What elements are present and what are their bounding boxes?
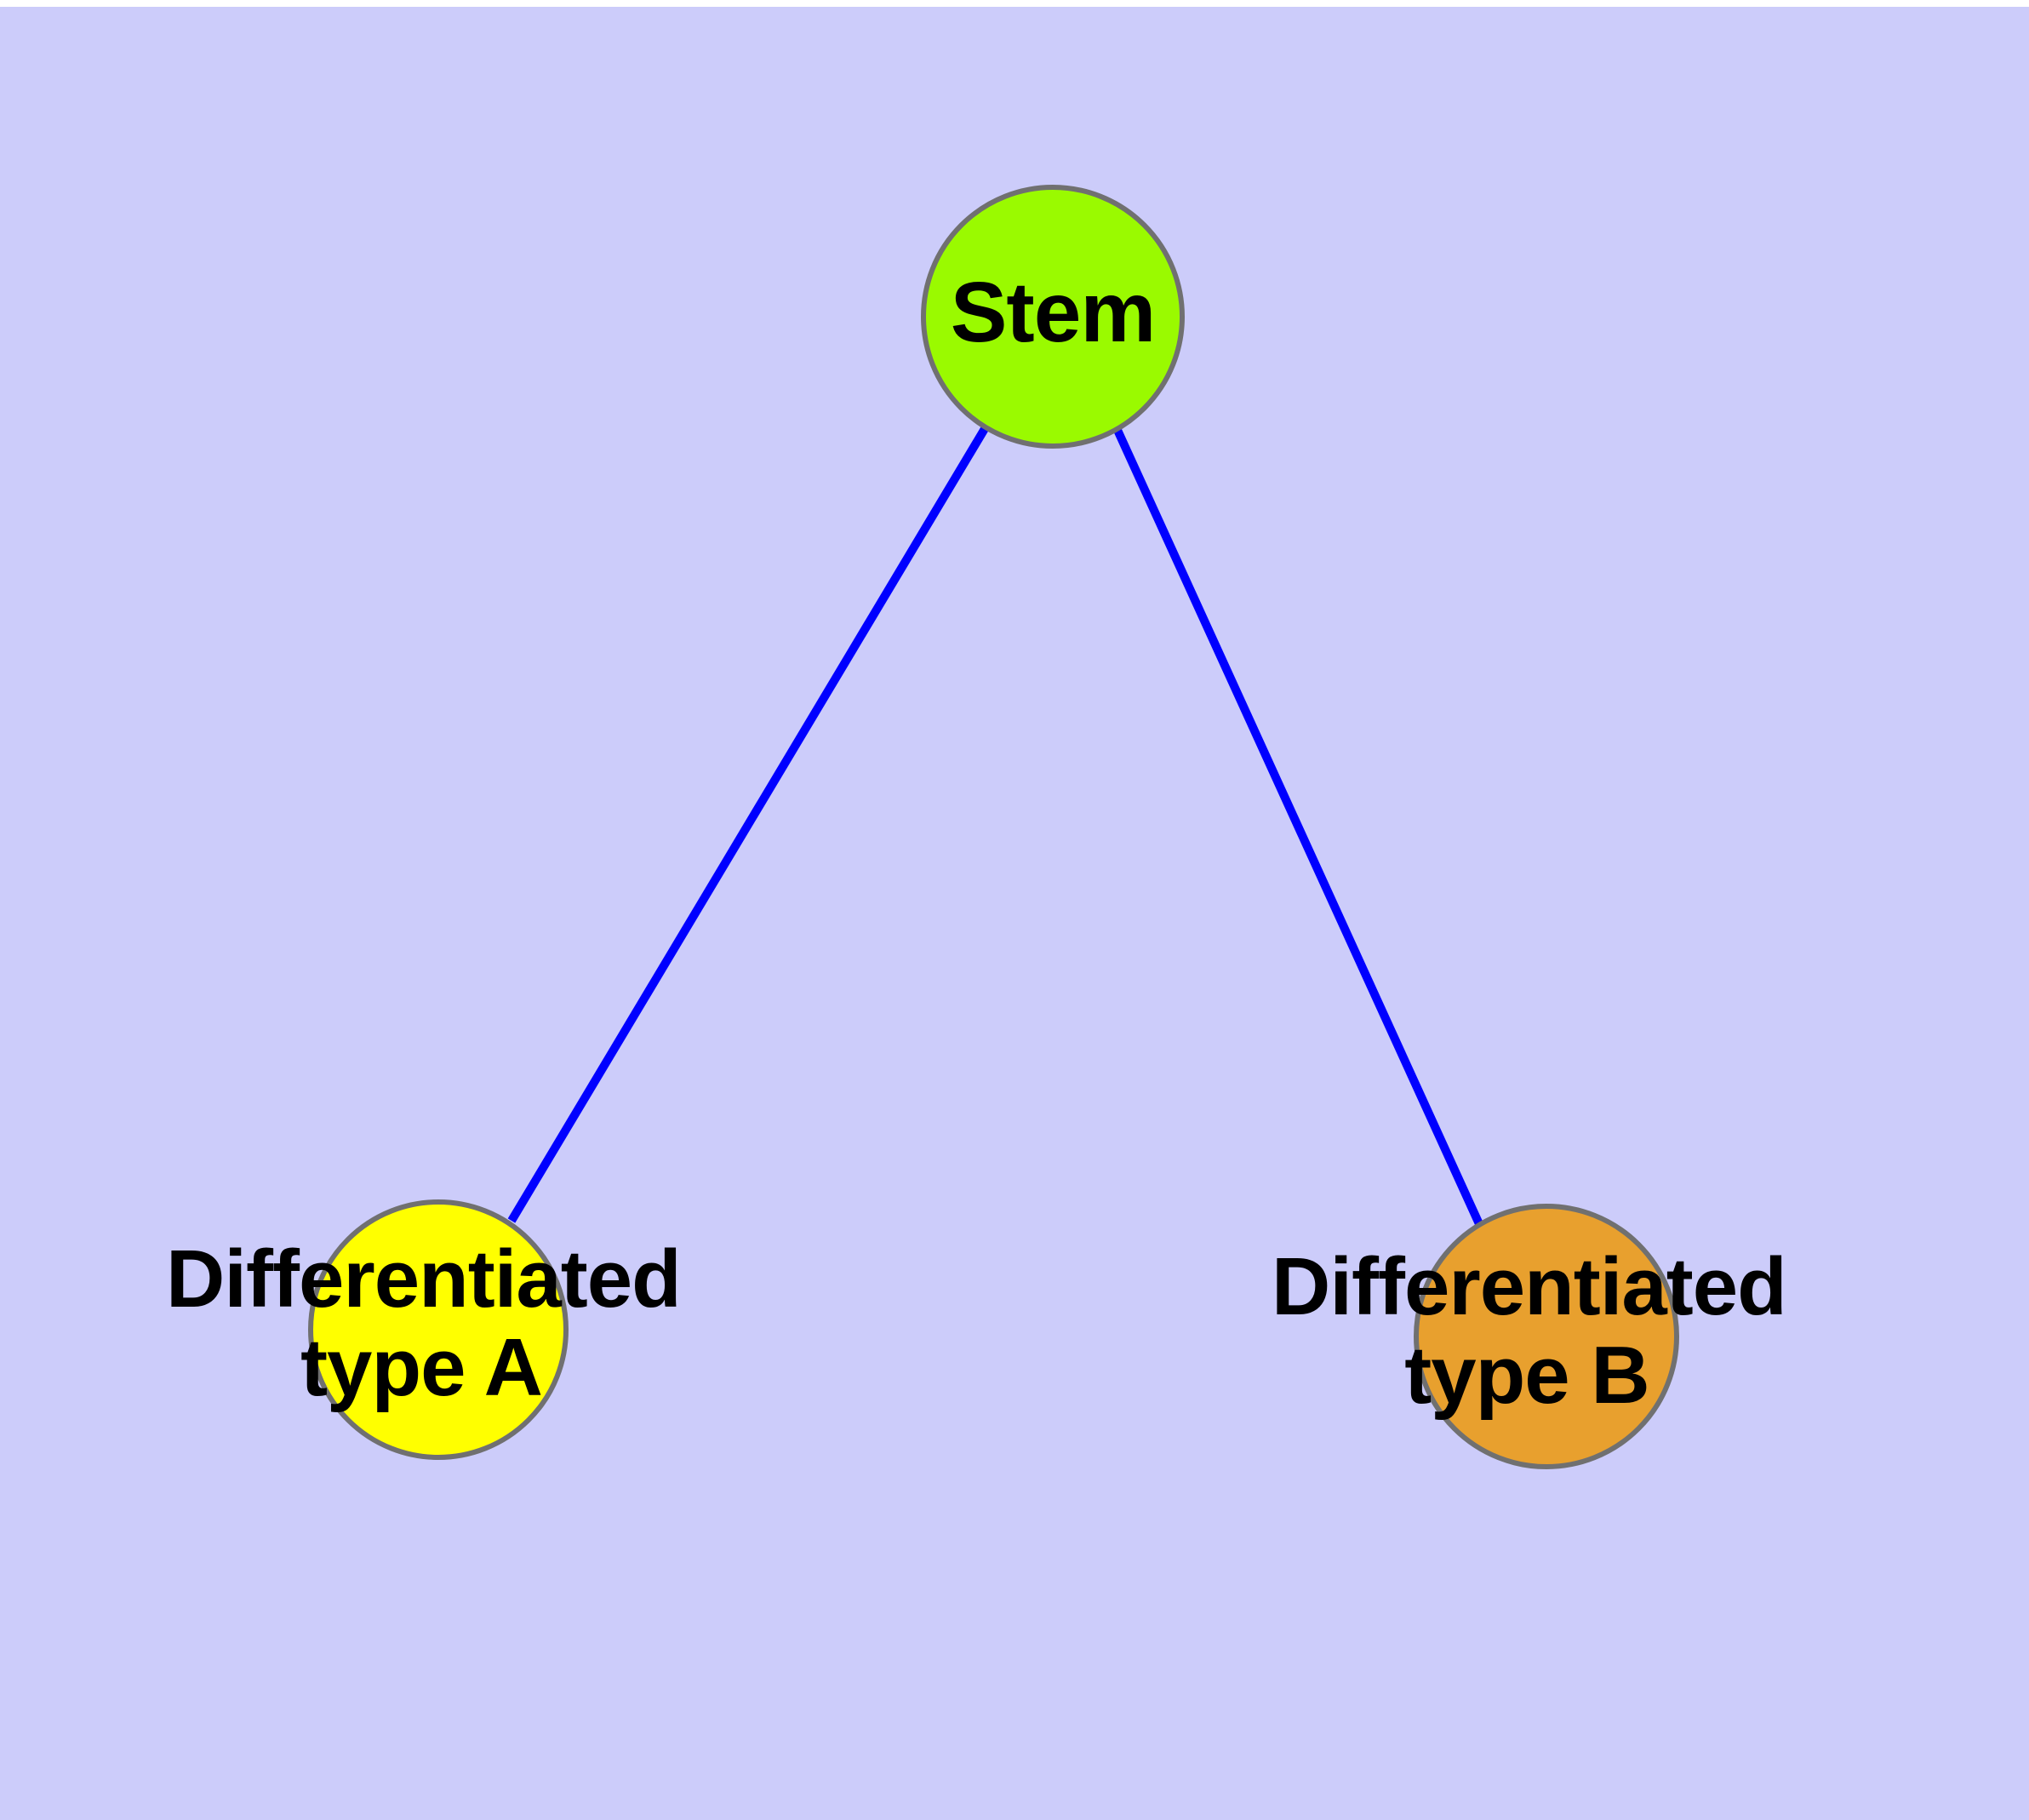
edge-layer [507,425,1484,1228]
node-label-type-a-line-1: Differentiated [166,1233,682,1325]
node-label-type-b-line-2: type B [1404,1329,1649,1421]
node-label-stem-line-1: Stem [950,265,1157,360]
node-differentiated-type-a[interactable] [308,1199,569,1460]
edge-stem-to-type-a[interactable] [507,425,990,1223]
edge-stem-to-type-b[interactable] [1112,426,1484,1228]
node-stem[interactable] [921,185,1185,449]
node-label-stem: Stem [797,266,1308,358]
node-layer [308,185,1679,1469]
node-label-differentiated-type-a: Differentiated type A [166,1233,682,1413]
node-label-type-a-line-2: type A [300,1321,543,1413]
node-label-differentiated-type-b: Differentiated type B [1272,1241,1787,1421]
node-label-type-b-line-1: Differentiated [1272,1241,1787,1332]
node-differentiated-type-b[interactable] [1414,1204,1679,1469]
